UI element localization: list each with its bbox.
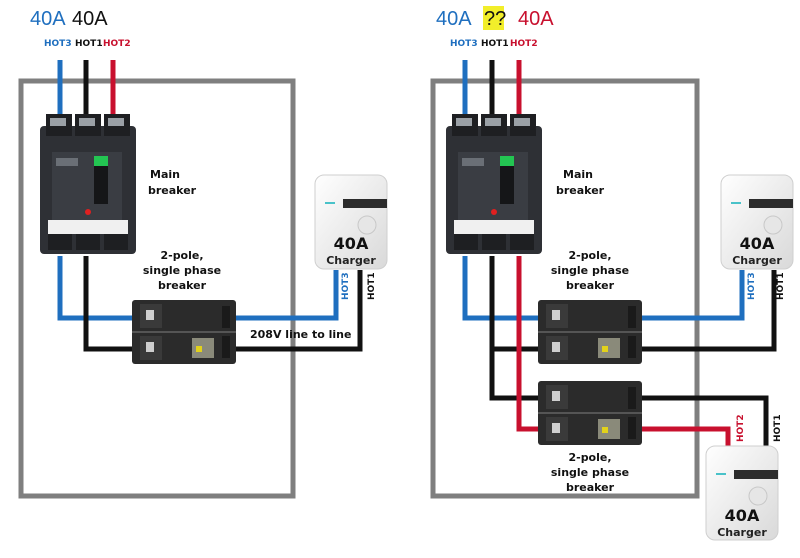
right-bottom-charger-wire-label-hot1: HOT1 <box>773 414 783 442</box>
right-bottom-breaker-label-2: single phase <box>551 466 629 479</box>
left-wire-hot3-to-charger <box>236 270 339 321</box>
right-main-breaker-label-2: breaker <box>556 184 605 197</box>
left-charger-rating: 40A <box>334 234 369 253</box>
right-top-charger-rating: 40A <box>740 234 775 253</box>
right-bottom-charger-wire-label-hot2: HOT2 <box>736 414 746 442</box>
right-top-charger-name: Charger <box>732 254 782 267</box>
right-bottom-charger-name: Charger <box>717 526 767 539</box>
right-bottom-two-pole-breaker <box>538 381 642 445</box>
left-two-pole-breaker <box>132 300 236 364</box>
left-charger-wire-label-hot3: HOT3 <box>341 272 351 300</box>
right-main-breaker-label-1: Main <box>563 168 593 181</box>
right-amp-hot2: 40A <box>518 8 554 30</box>
left-label-hot1: HOT1 <box>75 39 103 49</box>
left-wire-hot3-to-breaker <box>57 256 134 321</box>
right-wire-hot2-to-breaker <box>516 256 540 432</box>
right-wire-hot3-to-top-charger <box>642 270 745 321</box>
right-main-breaker <box>446 114 542 254</box>
right-top-two-pole-breaker <box>538 300 642 364</box>
left-voltage-label: 208V line to line <box>250 328 351 341</box>
left-amp-hot1: 40A <box>72 8 108 30</box>
left-main-breaker-label-2: breaker <box>148 184 197 197</box>
left-amp-hot3: 40A <box>30 8 66 30</box>
left-label-hot3: HOT3 <box>44 39 72 49</box>
right-amp-hot1: ?? <box>484 8 506 30</box>
left-label-hot2: HOT2 <box>103 39 131 49</box>
right-amp-hot1-highlight <box>483 6 504 30</box>
right-wire-hot1-to-bottom-breaker <box>489 349 540 401</box>
left-wire-hot1-to-charger <box>236 270 363 352</box>
right-label-hot2: HOT2 <box>510 39 538 49</box>
left-charger-wire-label-hot1: HOT1 <box>367 272 377 300</box>
right-wire-hot1-to-top-breaker <box>489 256 540 352</box>
right-panel-enclosure <box>430 78 700 499</box>
left-charger-name: Charger <box>326 254 376 267</box>
right-top-breaker-label-1: 2-pole, <box>568 249 611 262</box>
left-breaker-label-2: single phase <box>143 264 221 277</box>
right-amp-hot3: 40A <box>436 8 472 30</box>
right-wire-hot1-to-bottom-charger <box>642 395 769 450</box>
left-main-breaker <box>40 114 136 254</box>
right-top-breaker-label-3: breaker <box>566 279 615 292</box>
right-wire-hot3-to-breaker <box>462 256 540 321</box>
right-bottom-charger-rating: 40A <box>725 506 760 525</box>
right-label-hot3: HOT3 <box>450 39 478 49</box>
left-diagram: 40A 40A HOT3 HOT1 HOT2 Main breaker 2-po… <box>18 8 388 499</box>
right-top-charger-wire-label-hot3: HOT3 <box>747 272 757 300</box>
left-wire-hot1-to-breaker <box>83 256 134 352</box>
right-bottom-breaker-label-1: 2-pole, <box>568 451 611 464</box>
left-breaker-label-1: 2-pole, <box>160 249 203 262</box>
left-panel-enclosure <box>18 78 296 499</box>
left-main-breaker-label-1: Main <box>150 168 180 181</box>
right-diagram: 40A ?? 40A HOT3 HOT1 HOT2 Main breaker 2… <box>430 6 794 541</box>
right-wire-hot2-to-bottom-charger <box>642 426 731 450</box>
right-top-breaker-label-2: single phase <box>551 264 629 277</box>
right-wire-hot1-to-top-charger <box>642 270 777 352</box>
right-top-charger-wire-label-hot1: HOT1 <box>776 272 786 300</box>
right-label-hot1: HOT1 <box>481 39 509 49</box>
right-bottom-breaker-label-3: breaker <box>566 481 615 494</box>
left-breaker-label-3: breaker <box>158 279 207 292</box>
